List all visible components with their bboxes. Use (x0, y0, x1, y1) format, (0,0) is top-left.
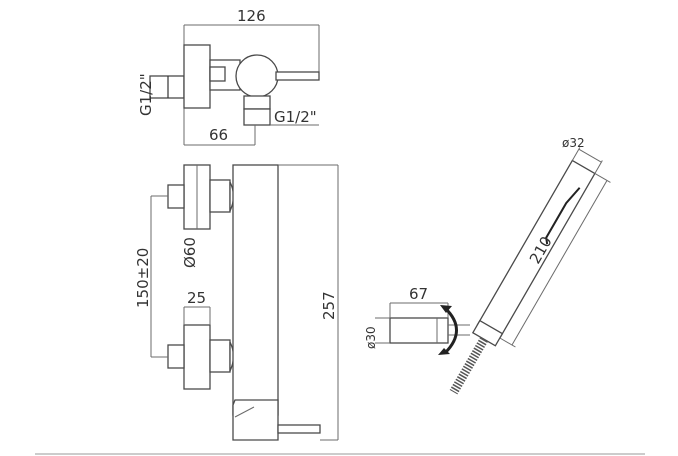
dim-spacing-150: 150±20 (134, 248, 152, 308)
dim-holder-length-67: 67 (409, 285, 428, 303)
dim-depth-25: 25 (187, 289, 206, 307)
front-view: 150±20 Ø60 25 257 (134, 164, 339, 441)
holder-view: 67 ø30 (364, 285, 470, 355)
dim-shower-diameter-32: ø32 (562, 136, 585, 150)
rotation-arrow-icon (443, 306, 458, 355)
thread-outlet-label: G1/2" (274, 108, 317, 126)
dim-diameter-60: Ø60 (181, 237, 199, 268)
thread-left-label: G1/2" (137, 73, 155, 116)
dim-width-126: 126 (237, 7, 266, 25)
dim-offset-66: 66 (209, 126, 228, 144)
dim-height-257: 257 (320, 291, 338, 320)
dim-holder-diameter-30: ø30 (364, 326, 378, 349)
top-view: 126 66 G1/2" G1/2" (137, 7, 320, 146)
hand-shower-view: 210 ø32 (449, 136, 611, 395)
